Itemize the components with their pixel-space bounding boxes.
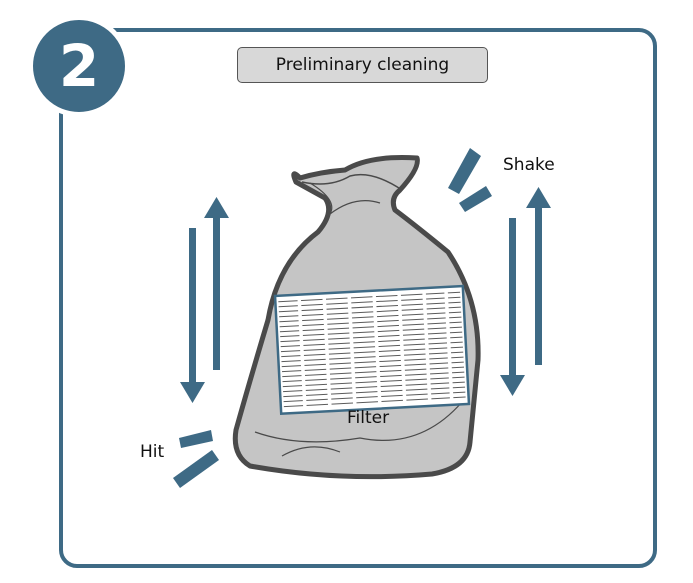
up-arrow-icon (526, 187, 551, 365)
bag-crease (254, 401, 463, 443)
hit-label: Hit (140, 442, 165, 462)
down-arrow-icon (180, 228, 205, 403)
up-arrow-icon (204, 197, 229, 370)
motion-lines-icon (448, 148, 492, 212)
down-arrow-icon (500, 218, 525, 396)
motion-lines-icon (173, 430, 219, 488)
bag-fold (309, 182, 381, 215)
filter (273, 284, 471, 416)
step-number: 2 (58, 32, 100, 100)
shake-label: Shake (503, 155, 555, 175)
filter-label: Filter (347, 408, 390, 428)
section-title: Preliminary cleaning (237, 47, 488, 83)
step-number-badge: 2 (28, 15, 130, 117)
bag-crease (281, 446, 341, 457)
bag-knot (301, 173, 403, 191)
